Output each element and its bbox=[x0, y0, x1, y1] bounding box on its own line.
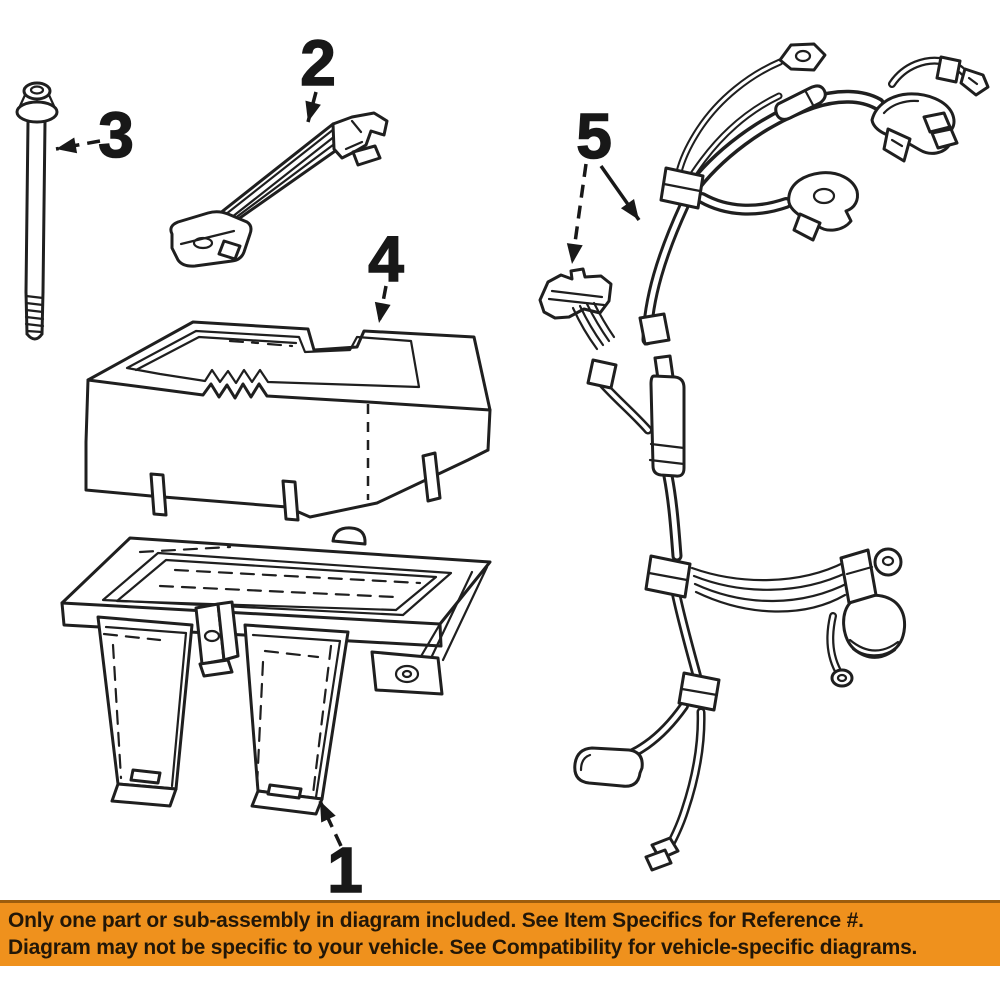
battery-cable-harness-illustration bbox=[538, 42, 990, 872]
callout-label-2: 2 bbox=[300, 27, 336, 99]
callout-label-5: 5 bbox=[576, 100, 612, 172]
callout-arrow-4 bbox=[374, 285, 391, 324]
callout-label-3: 3 bbox=[98, 99, 134, 171]
callout-label-4: 4 bbox=[368, 223, 404, 295]
disclaimer-banner: Only one part or sub-assembly in diagram… bbox=[0, 900, 1000, 966]
battery-cover-illustration bbox=[84, 320, 492, 522]
callout-arrow-2 bbox=[305, 91, 321, 123]
callout-arrow-1 bbox=[318, 800, 343, 847]
battery-tray-illustration bbox=[60, 526, 492, 816]
callout-arrow-5b bbox=[599, 164, 641, 222]
callout-label-1: 1 bbox=[327, 834, 363, 906]
disclaimer-line2: Diagram may not be specific to your vehi… bbox=[8, 936, 918, 959]
bolt-illustration bbox=[15, 81, 59, 341]
disclaimer-line1: Only one part or sub-assembly in diagram… bbox=[8, 909, 864, 932]
callouts: 3 2 4 5 1 bbox=[55, 26, 641, 907]
callout-arrow-5a bbox=[566, 163, 588, 265]
hold-down-bracket-illustration bbox=[169, 111, 389, 268]
callout-arrow-3 bbox=[55, 137, 101, 154]
